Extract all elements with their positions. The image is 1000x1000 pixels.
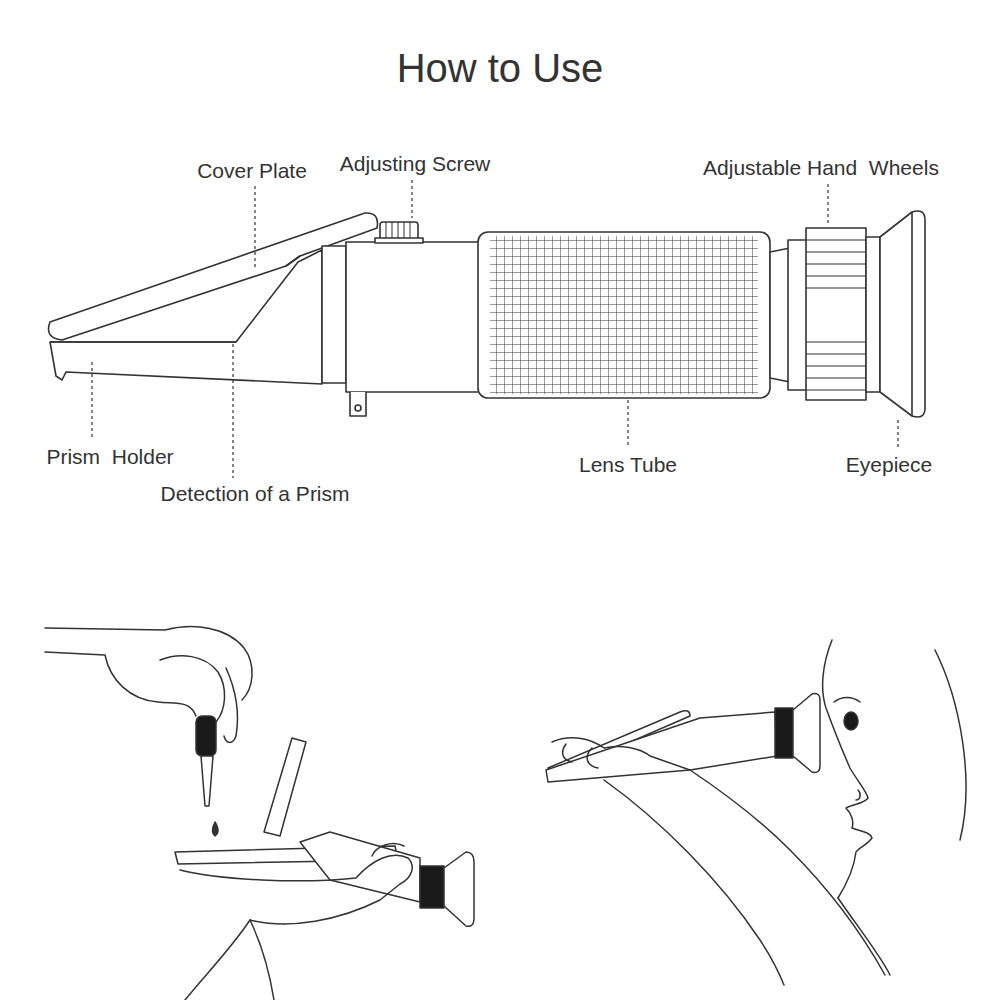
eyebrow xyxy=(834,698,860,703)
arm xyxy=(45,652,196,716)
drawing-part xyxy=(806,287,866,288)
hand xyxy=(160,656,225,722)
neck xyxy=(838,898,890,975)
arm xyxy=(604,780,784,985)
collar xyxy=(322,246,346,383)
lens-tube-grip xyxy=(490,236,758,394)
drawing-part xyxy=(806,263,866,264)
drawing-part xyxy=(806,353,866,354)
clip-tab xyxy=(350,392,366,416)
hand-wheel xyxy=(806,228,866,400)
face-profile xyxy=(823,640,872,898)
instrument-body xyxy=(300,832,420,902)
holding-hand xyxy=(180,855,412,1000)
finger xyxy=(372,844,404,856)
finger xyxy=(563,744,598,768)
leader-line xyxy=(232,344,233,478)
leader-line xyxy=(254,186,255,268)
cover-plate-edge xyxy=(286,256,300,266)
drop xyxy=(213,822,219,836)
part-label: Cover Plate xyxy=(197,159,307,183)
arm xyxy=(250,920,274,1000)
eyepiece-rim xyxy=(911,212,913,416)
body xyxy=(346,242,480,392)
eye xyxy=(844,712,858,730)
eyepiece-collar xyxy=(866,237,880,392)
apply-sample-scene xyxy=(45,627,474,1000)
leader-lines xyxy=(92,180,898,478)
page-title: How to Use xyxy=(397,45,604,91)
part-label: Detection of a Prism xyxy=(160,482,349,506)
holding-hand xyxy=(552,738,885,975)
drawing-part xyxy=(806,341,866,342)
leader-line xyxy=(897,420,898,448)
leader-line xyxy=(411,180,412,218)
leader-line xyxy=(827,184,828,226)
open-cover-plate xyxy=(264,738,306,836)
back-of-head xyxy=(935,650,966,840)
part-label: Lens Tube xyxy=(579,453,677,477)
finger xyxy=(224,668,238,742)
refractometer-drawing xyxy=(49,211,926,417)
part-label: Prism Holder xyxy=(46,445,173,469)
instrument-body xyxy=(546,712,777,782)
ring xyxy=(788,240,808,390)
wheel-ridges xyxy=(806,240,866,390)
eyepiece-ring xyxy=(775,708,793,758)
part-label: Adjustable Hand Wheels xyxy=(703,156,939,180)
eyepiece-cup xyxy=(444,852,474,926)
viewing-scene xyxy=(546,640,966,985)
drawing-part xyxy=(806,389,866,390)
leader-line xyxy=(627,400,628,448)
eyepiece-cup xyxy=(793,694,820,773)
nostril xyxy=(856,790,860,800)
prism-line xyxy=(50,341,236,343)
eyepiece-ring xyxy=(420,866,444,908)
drawing-part xyxy=(806,377,866,378)
screw-base xyxy=(375,238,423,243)
drawing-part xyxy=(806,275,866,276)
lens-tube xyxy=(478,232,770,398)
drawing-part xyxy=(806,365,866,366)
dropper-bulb xyxy=(196,716,216,756)
clip-hole xyxy=(355,405,361,411)
drawing-part xyxy=(806,239,866,240)
part-label: Eyepiece xyxy=(846,453,932,477)
drawing-part xyxy=(806,251,866,252)
part-label: Adjusting Screw xyxy=(340,152,491,176)
eyepiece-cup xyxy=(880,211,925,417)
leader-line xyxy=(91,362,92,440)
tube-neck xyxy=(770,248,790,382)
dropper-tube xyxy=(201,756,213,806)
